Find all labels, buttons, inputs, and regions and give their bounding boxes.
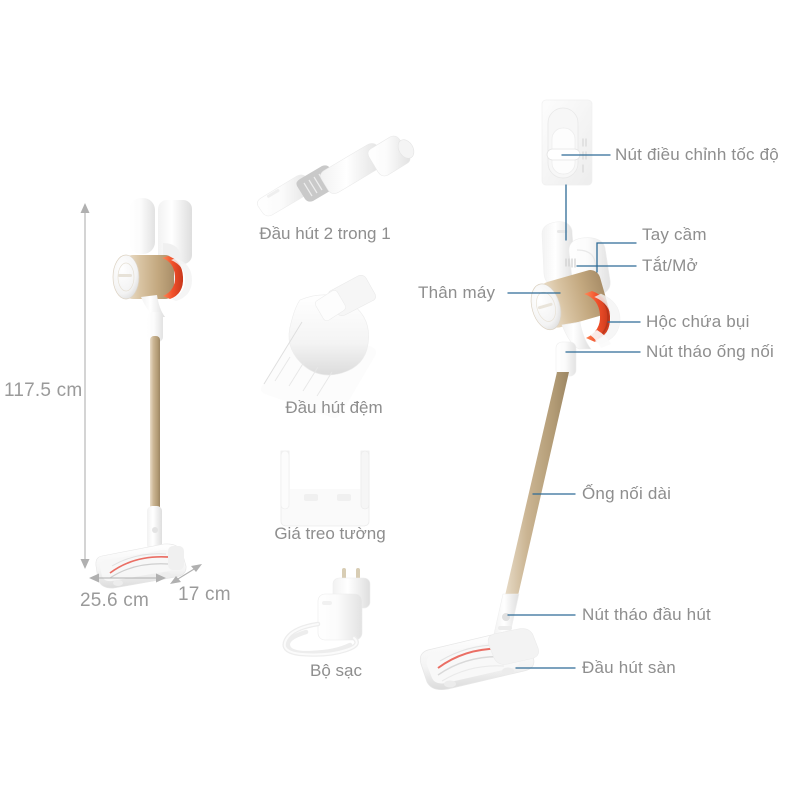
accessory-two-in-one-nozzle	[257, 135, 415, 217]
accessory-caption-wall-mount: Giá treo tường	[274, 524, 386, 543]
left-vacuum-figure	[95, 198, 192, 589]
dimension-width: 25.6 cm	[80, 590, 149, 611]
callout-power-switch: Tắt/Mở	[642, 256, 698, 275]
dimension-arrows	[80, 203, 202, 584]
accessory-caption-charger: Bộ sạc	[310, 661, 362, 680]
right-floor-head	[419, 628, 539, 691]
callout-main-body: Thân máy	[418, 283, 496, 302]
accessory-wall-mount	[280, 450, 370, 527]
callout-brush-head-release: Nút tháo đầu hút	[582, 605, 711, 624]
right-vacuum-figure	[419, 221, 621, 691]
accessory-caption-mattress-nozzle: Đầu hút đệm	[285, 398, 383, 417]
callout-floor-brush-head: Đầu hút sàn	[582, 658, 676, 677]
callout-extension-tube: Ống nối dài	[582, 484, 672, 503]
callout-speed-button: Nút điều chỉnh tốc độ	[615, 145, 779, 164]
dimension-height: 117.5 cm	[4, 380, 83, 401]
speed-button-inset-panel	[541, 99, 593, 186]
dimension-depth: 17 cm	[178, 584, 231, 605]
callout-tube-release: Nút tháo ống nối	[646, 342, 774, 361]
callout-handle: Tay cầm	[642, 225, 707, 244]
leader-handle	[596, 242, 637, 273]
accessory-charger	[282, 568, 371, 657]
accessory-caption-two-in-one-nozzle: Đầu hút 2 trong 1	[259, 224, 391, 243]
accessory-mattress-nozzle	[261, 275, 376, 418]
callout-dust-bin: Hộc chứa bụi	[646, 312, 750, 331]
leader-lines	[507, 154, 641, 669]
